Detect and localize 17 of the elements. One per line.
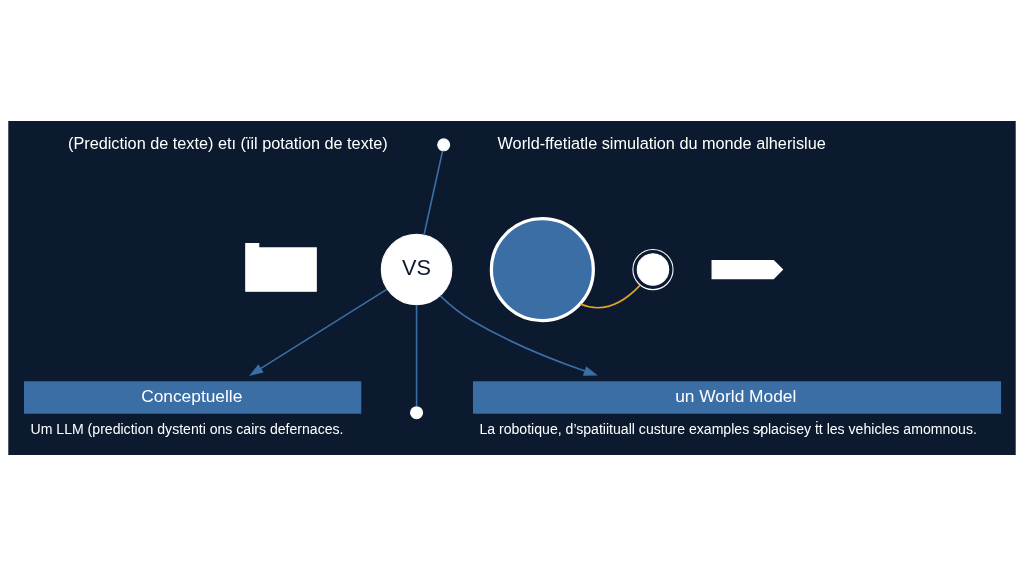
- node-box: [711, 260, 784, 280]
- connector: [423, 150, 444, 236]
- node-picture: [632, 248, 674, 291]
- node-circle: [489, 216, 595, 323]
- node-box: Conceptuelle: [24, 381, 362, 414]
- label: World-ffetiatle simulation du monde alherislue: [497, 133, 826, 152]
- label: (Prediction de texte) etı (ïil potation de texte): [68, 133, 388, 152]
- connector: [415, 304, 418, 408]
- node-circle: [410, 406, 424, 420]
- node-circle: VS: [380, 233, 453, 306]
- connector: [579, 284, 642, 309]
- arrow: [249, 288, 388, 376]
- arrow: [439, 295, 598, 376]
- node-circle: [437, 138, 451, 152]
- node-label: La robotique, d’spatiituall custure examples s̷placisey ṫt les vehicles amomnous.: [479, 420, 977, 437]
- node-label: Um LLM (prediction dystenti ons cairs defernaces.: [30, 420, 344, 437]
- node-box: un World Model: [472, 381, 1002, 414]
